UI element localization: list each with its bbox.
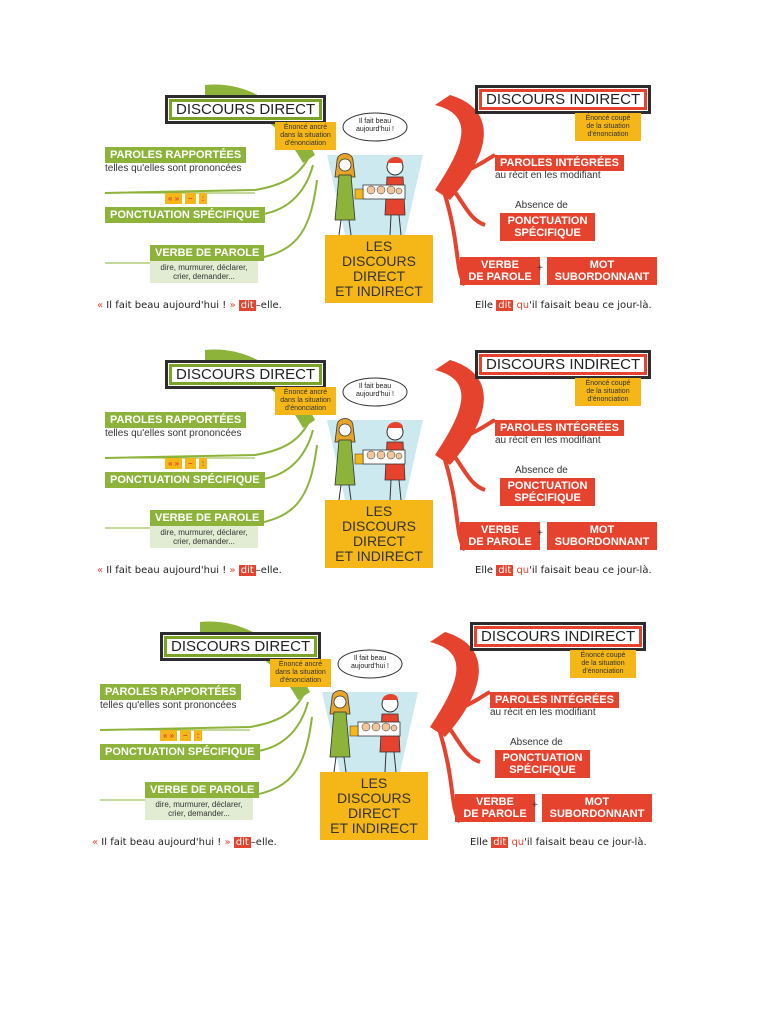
plus-sign: + [537, 263, 543, 274]
indirect-paroles-sub: au récit en les modifiant [495, 435, 601, 446]
direct-paroles-label: PAROLES RAPPORTÉES [105, 147, 247, 163]
plus-sign: + [537, 528, 543, 539]
indirect-paroles-label: PAROLES INTÉGRÉES [495, 155, 624, 171]
direct-verbe-examples: dire, murmurer, déclarer,crier, demander… [150, 526, 258, 548]
direct-paroles-label: PAROLES RAPPORTÉES [105, 412, 247, 428]
direct-example: « Il fait beau aujourd'hui ! » dit–elle. [92, 837, 277, 848]
punctuation-chips: « » – : [160, 730, 203, 741]
indirect-absence: Absence de [515, 200, 568, 211]
colon-chip: : [198, 458, 208, 469]
dash-chip: – [180, 730, 191, 741]
direct-title: DISCOURS DIRECT [165, 360, 327, 389]
direct-punct-label: PONCTUATION SPÉCIFIQUE [105, 472, 265, 488]
direct-punct-label: PONCTUATION SPÉCIFIQUE [100, 744, 260, 760]
direct-verbe-examples: dire, murmurer, déclarer,crier, demander… [150, 261, 258, 283]
indirect-title: DISCOURS INDIRECT [475, 85, 652, 114]
indirect-absence: Absence de [510, 737, 563, 748]
dash-chip: – [185, 458, 196, 469]
direct-paroles-label: PAROLES RAPPORTÉES [100, 684, 242, 700]
indirect-title: DISCOURS INDIRECT [470, 622, 647, 651]
indirect-example: Elle dit qu'il faisait beau ce jour-là. [470, 837, 647, 848]
indirect-title: DISCOURS INDIRECT [475, 350, 652, 379]
indirect-example: Elle dit qu'il faisait beau ce jour-là. [475, 300, 652, 311]
direct-example: « Il fait beau aujourd'hui ! » dit–elle. [97, 300, 282, 311]
mindmap-background [99, 621, 491, 824]
colon-chip: : [198, 193, 208, 204]
indirect-paroles-label: PAROLES INTÉGRÉES [495, 420, 624, 436]
direct-paroles-sub: telles qu'elles sont prononcées [105, 428, 242, 439]
indirect-paroles-sub: au récit en les modifiant [490, 707, 596, 718]
direct-title: DISCOURS DIRECT [160, 632, 322, 661]
indirect-paroles-sub: au récit en les modifiant [495, 170, 601, 181]
direct-punct-label: PONCTUATION SPÉCIFIQUE [105, 207, 265, 223]
quotes-chip: « » [165, 458, 183, 469]
direct-title: DISCOURS DIRECT [165, 95, 327, 124]
mindmap-background [104, 349, 496, 552]
indirect-example: Elle dit qu'il faisait beau ce jour-là. [475, 565, 652, 576]
direct-verbe-label: VERBE DE PAROLE [150, 245, 265, 261]
quotes-chip: « » [160, 730, 178, 741]
quotes-chip: « » [165, 193, 183, 204]
direct-verbe-examples: dire, murmurer, déclarer,crier, demander… [145, 798, 253, 820]
plus-sign: + [532, 800, 538, 811]
direct-verbe-label: VERBE DE PAROLE [150, 510, 265, 526]
indirect-absence: Absence de [515, 465, 568, 476]
dash-chip: – [185, 193, 196, 204]
direct-verbe-label: VERBE DE PAROLE [145, 782, 260, 798]
direct-example: « Il fait beau aujourd'hui ! » dit–elle. [97, 565, 282, 576]
direct-paroles-sub: telles qu'elles sont prononcées [100, 700, 237, 711]
colon-chip: : [193, 730, 203, 741]
punctuation-chips: « » – : [165, 458, 208, 469]
indirect-paroles-label: PAROLES INTÉGRÉES [490, 692, 619, 708]
direct-paroles-sub: telles qu'elles sont prononcées [105, 163, 242, 174]
punctuation-chips: « » – : [165, 193, 208, 204]
mindmap-background [104, 84, 496, 287]
